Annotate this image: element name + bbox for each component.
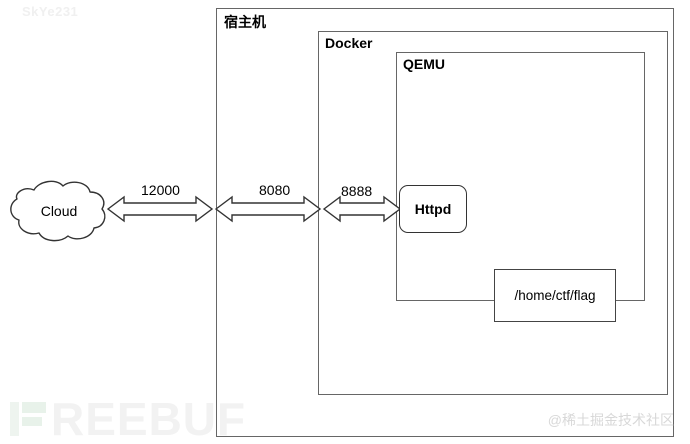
cloud-shape-icon bbox=[10, 180, 106, 242]
connection-label-12000: 12000 bbox=[141, 182, 180, 198]
freebuf-logo-icon bbox=[8, 400, 48, 438]
node-httpd: Httpd bbox=[399, 185, 467, 233]
container-qemu-label: QEMU bbox=[403, 56, 445, 72]
connection-label-8888: 8888 bbox=[341, 183, 373, 199]
watermark-bottom-right: @稀土掘金技术社区 bbox=[547, 412, 674, 428]
watermark-freebuf: REEBUF bbox=[8, 393, 247, 444]
node-flag-path: /home/ctf/flag bbox=[494, 269, 616, 322]
connection-label-8080: 8080 bbox=[259, 182, 291, 198]
connection-arrow-8080 bbox=[214, 195, 322, 223]
cloud-label: Cloud bbox=[40, 202, 78, 219]
container-host-label: 宿主机 bbox=[224, 14, 266, 30]
watermark-freebuf-text: REEBUF bbox=[51, 393, 247, 444]
container-qemu bbox=[396, 52, 645, 301]
connection-arrow-12000 bbox=[106, 195, 214, 223]
container-docker-label: Docker bbox=[325, 35, 373, 51]
watermark-top-left: SkYe231 bbox=[22, 4, 79, 19]
